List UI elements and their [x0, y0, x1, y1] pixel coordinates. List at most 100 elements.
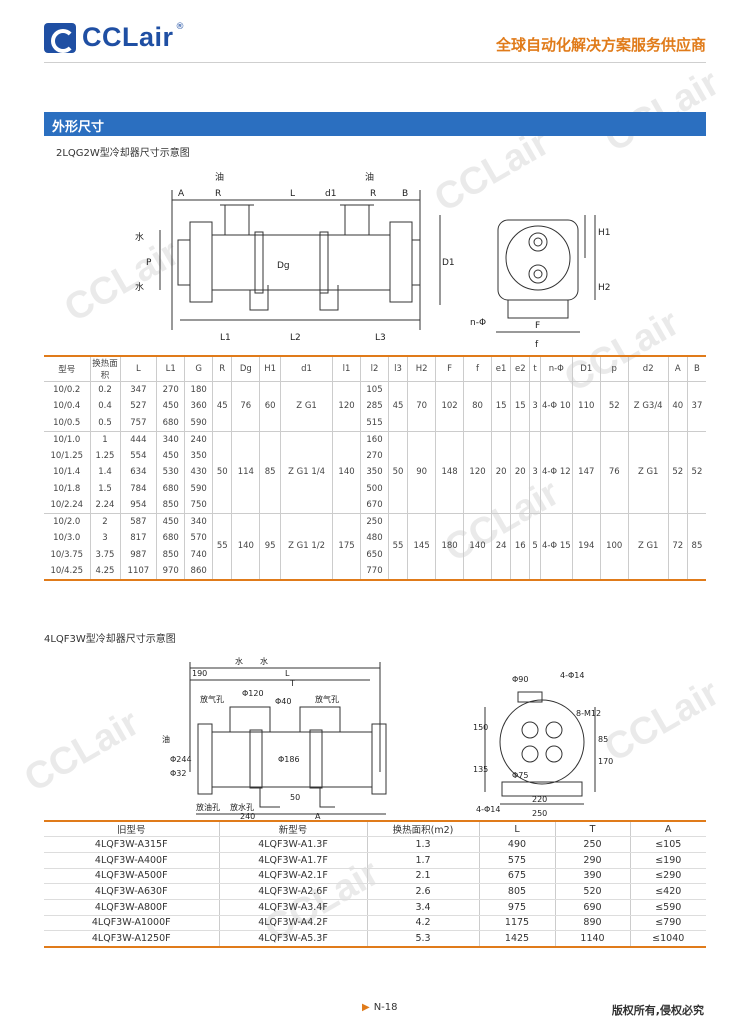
cell: 5.3	[366, 930, 479, 947]
col-header: d2	[627, 356, 669, 382]
table-header-row: 型号 换热面积 L L1 G R Dg H1 d1 l1 l2 l3 H2 F …	[44, 356, 706, 382]
cell: 740	[184, 546, 213, 563]
cell: 72	[667, 513, 688, 580]
brand-logo-icon	[44, 22, 76, 53]
cell: 680	[156, 530, 185, 547]
cell: 430	[184, 464, 213, 481]
table-row: 10/1.4 1.4 634 530 430 350	[44, 464, 706, 481]
cell: 480	[360, 530, 389, 547]
cell: 52	[599, 381, 629, 431]
svg-text:Φ90: Φ90	[512, 675, 528, 684]
cell: 55	[212, 513, 232, 580]
cell: 634	[119, 464, 157, 481]
cell: 1.4	[89, 464, 120, 481]
cell: 390	[554, 868, 630, 885]
cell: 10/1.8	[53, 483, 81, 494]
header-divider	[44, 62, 706, 63]
cell: 140	[463, 513, 492, 580]
col-header: l1	[332, 356, 361, 382]
cell: 450	[156, 398, 185, 415]
cell: 970	[156, 563, 185, 580]
cell: ≤790	[629, 915, 706, 932]
cell: 15	[491, 381, 511, 431]
cell: 2	[89, 513, 120, 530]
cell: 102	[435, 381, 464, 431]
section-header: 外形尺寸	[44, 112, 706, 136]
cell: 2.1	[366, 868, 479, 885]
registered-mark: ®	[175, 22, 185, 32]
svg-text:d1: d1	[325, 189, 336, 199]
copyright-notice: 版权所有,侵权必究	[611, 1004, 704, 1017]
cell: 1.25	[89, 447, 120, 464]
svg-text:f: f	[535, 340, 539, 350]
cell: 15	[510, 381, 530, 431]
svg-text:放水孔: 放水孔	[230, 802, 254, 812]
page-header: CCLair ® 全球自动化解决方案服务供应商	[0, 0, 750, 62]
cell: 650	[360, 546, 389, 563]
col-header: F	[435, 356, 464, 382]
cell: 10/1.4	[53, 467, 81, 478]
svg-text:Φ244: Φ244	[170, 755, 192, 764]
cell: 4LQF3W-A1.7F	[218, 852, 367, 869]
watermark: CCLair	[17, 701, 147, 801]
cell: ≤290	[629, 868, 706, 885]
svg-text:190: 190	[192, 669, 207, 678]
cell: 4-Φ 10	[539, 381, 573, 431]
cell: 52	[686, 430, 706, 514]
cell: 10/0.4	[53, 401, 81, 412]
cell: 148	[435, 430, 464, 514]
cell: 1.3	[366, 836, 479, 853]
col-header: 新型号	[218, 821, 367, 838]
cell: 10/2.0	[44, 513, 90, 530]
cell: Z G1 1/2	[280, 513, 333, 580]
col-header: H1	[259, 356, 281, 382]
col-header: L	[119, 356, 157, 382]
cell: 4LQF3W-A400F	[44, 852, 219, 869]
cell: 4LQF3W-A630F	[44, 883, 219, 900]
cell: ≤420	[629, 883, 706, 900]
cell: 570	[184, 530, 213, 547]
cell: 1140	[554, 930, 630, 947]
tagline: 全球自动化解决方案服务供应商	[495, 36, 706, 54]
cell: 180	[435, 513, 464, 580]
col-header: A	[667, 356, 688, 382]
cell: 194	[571, 513, 601, 580]
cell: 850	[156, 497, 185, 514]
col-header: Dg	[231, 356, 260, 382]
cell: 3	[529, 381, 541, 431]
cell: 147	[571, 430, 601, 514]
svg-text:220: 220	[532, 795, 547, 804]
svg-text:油: 油	[215, 171, 224, 183]
cell: 575	[478, 852, 555, 869]
cell: 160	[360, 430, 389, 448]
svg-text:Φ186: Φ186	[278, 755, 300, 764]
table-header-row: 旧型号 新型号 换热面积(m2) L T A	[44, 821, 706, 838]
svg-text:H2: H2	[598, 283, 610, 293]
cell: 590	[184, 480, 213, 497]
svg-text:R: R	[370, 189, 376, 199]
cell: 350	[184, 447, 213, 464]
cell: 10/2.24	[50, 500, 84, 510]
table-row: 10/1.8 1.5 784 680 590 500	[44, 480, 706, 497]
cell: 90	[407, 430, 436, 514]
cell: 2.6	[366, 883, 479, 900]
cell: 0.5	[89, 414, 120, 431]
svg-text:L3: L3	[375, 333, 386, 343]
svg-text:Dg: Dg	[277, 261, 290, 271]
cell: 37	[686, 381, 706, 431]
svg-text:8-M12: 8-M12	[576, 709, 601, 718]
cell: 180	[184, 381, 213, 398]
col-header: d1	[280, 356, 333, 382]
cell: 10/0.5	[53, 417, 81, 428]
cell: 10/4.25	[50, 565, 84, 576]
svg-text:4-Φ14: 4-Φ14	[476, 805, 500, 814]
cell: 340	[184, 513, 213, 530]
figure-caption-2: 4LQF3W型冷却器尺寸示意图	[44, 634, 176, 645]
cell: 670	[360, 497, 389, 514]
cell: 4.25	[89, 563, 120, 580]
table-row: 10/2.0 2 587 450 340 55 140 95 Z G1 1/2 …	[44, 513, 706, 580]
table-row: 4LQF3W-A1000F 4LQF3W-A4.2F 4.2 1175 890 …	[44, 915, 706, 932]
cell: 120	[332, 381, 361, 431]
cell: 4LQF3W-A1250F	[44, 930, 219, 947]
table-row: 4LQF3W-A315F 4LQF3W-A1.3F 1.3 490 250 ≤1…	[44, 836, 706, 853]
